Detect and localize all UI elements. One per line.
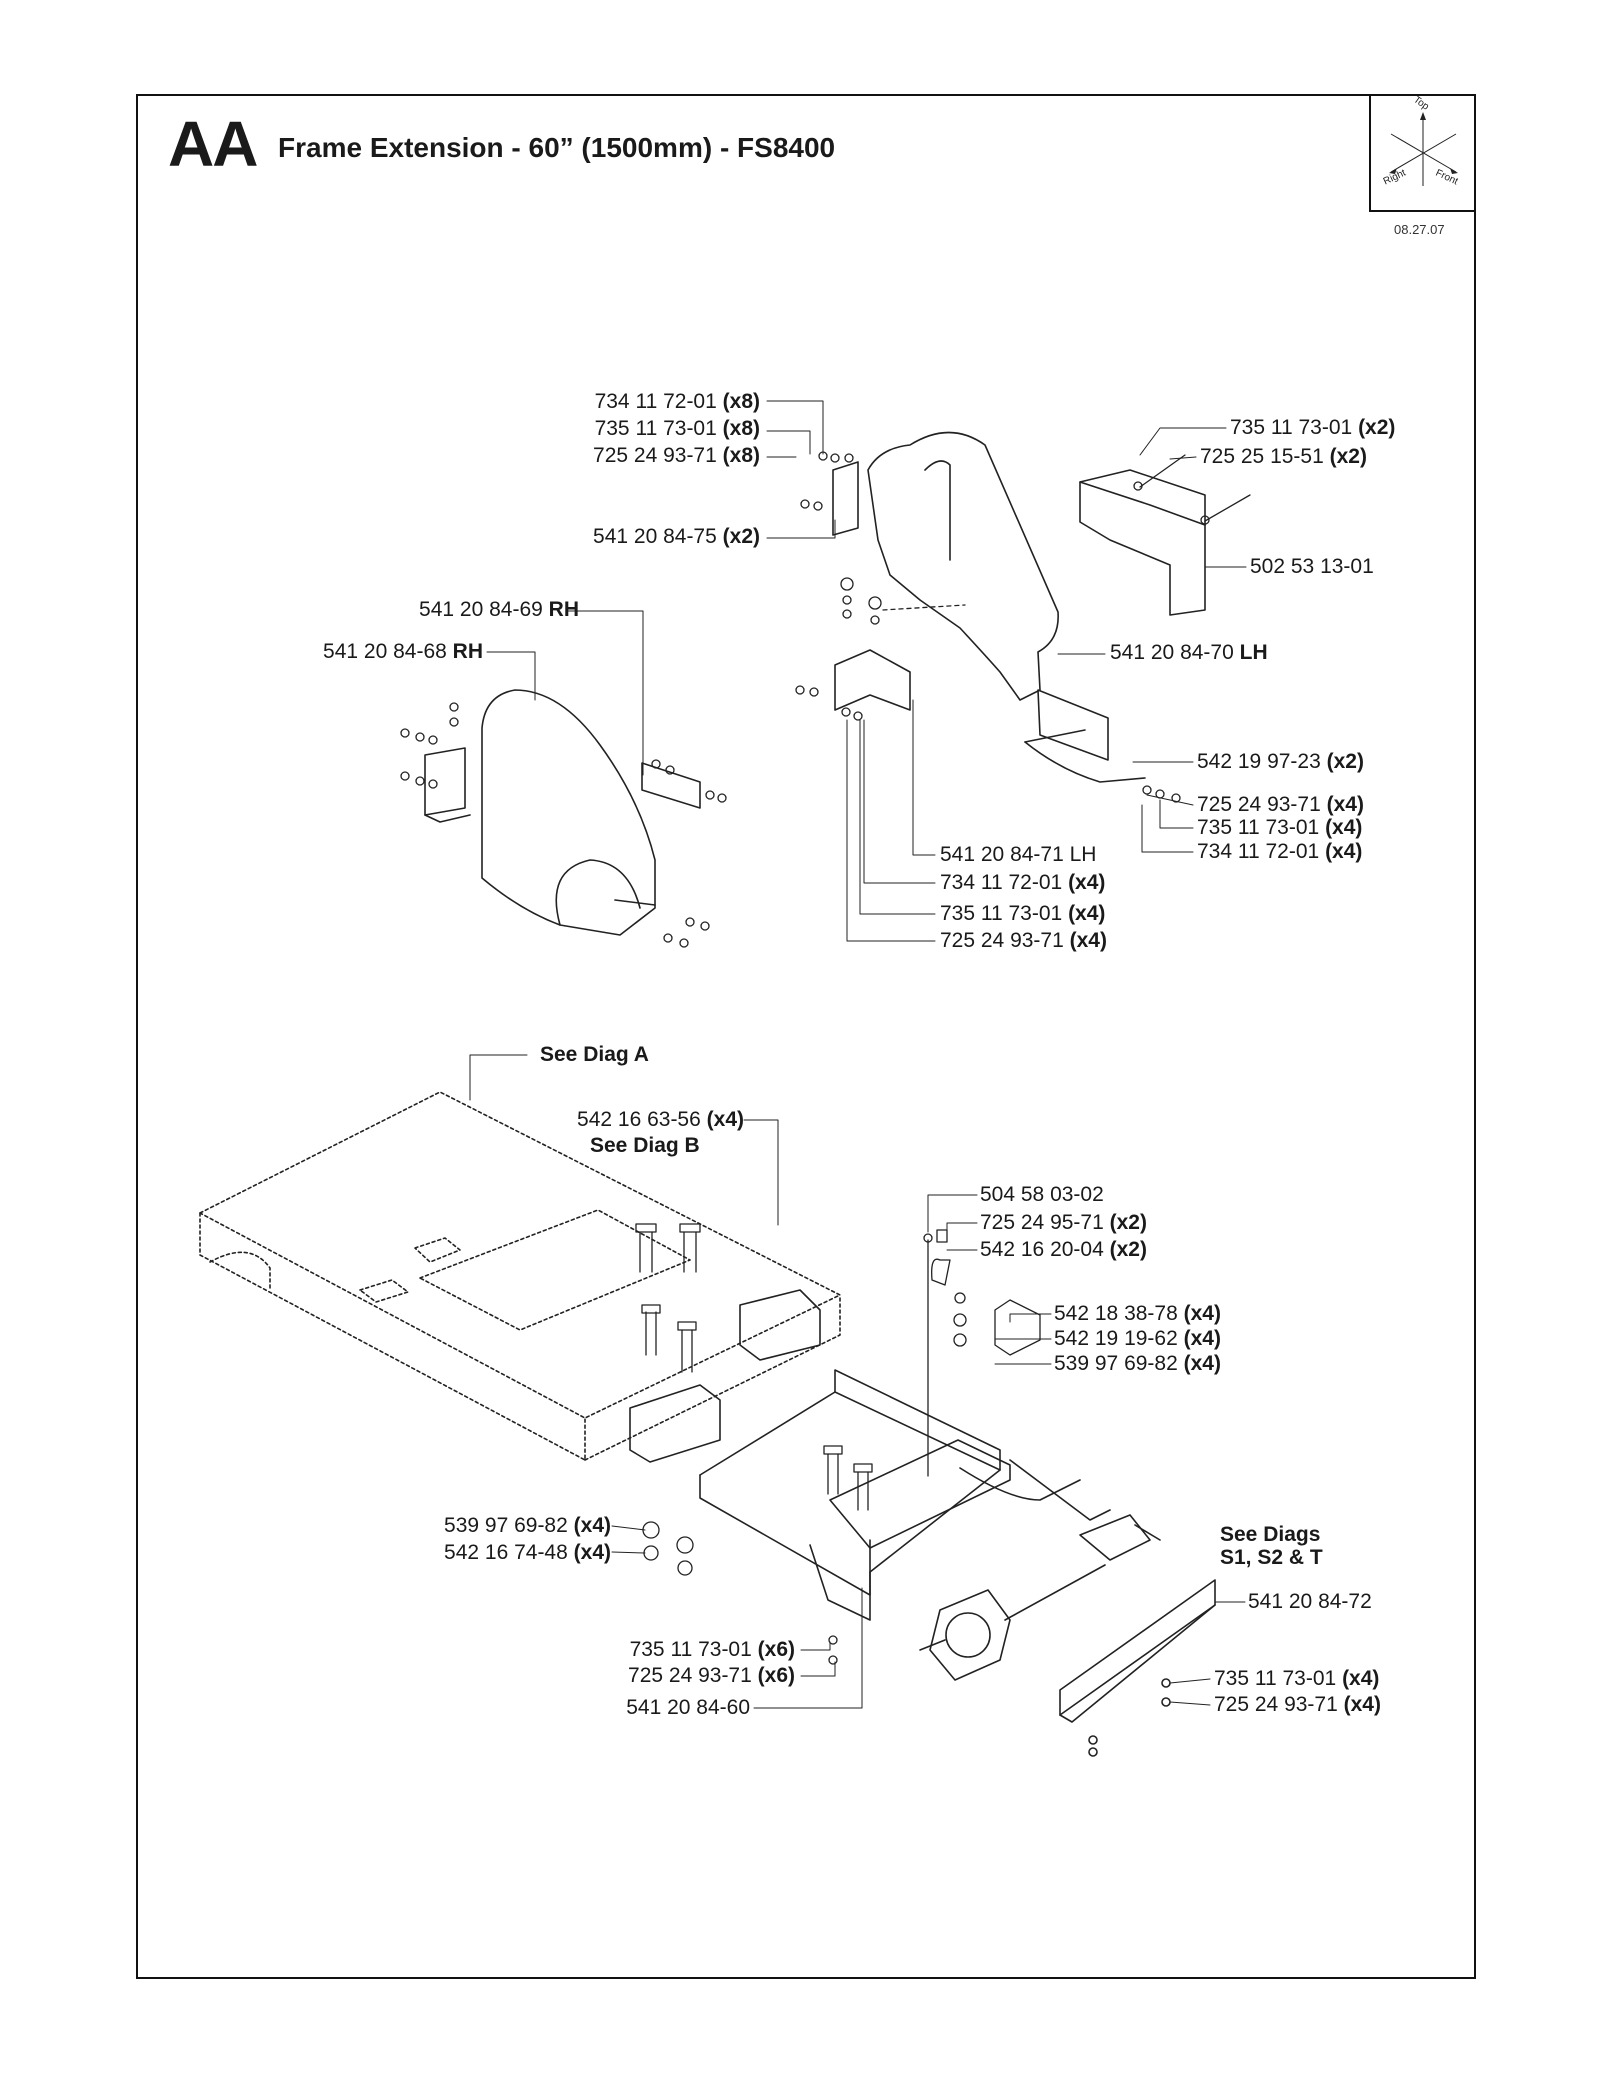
revision-date: 08.27.07 bbox=[1394, 222, 1445, 237]
lh-brackets bbox=[832, 461, 911, 711]
rh-brackets bbox=[424, 747, 701, 823]
lh-fender bbox=[867, 431, 1146, 783]
callout-part-c22: 542 16 20-04 (x2) bbox=[980, 1238, 1147, 1261]
frame-extension bbox=[699, 1369, 1111, 1621]
see-diags-line-2: S1, S2 & T bbox=[1220, 1546, 1323, 1570]
callout-part-c25: 539 97 69-82 (x4) bbox=[1054, 1352, 1221, 1375]
callout-part-c16: 734 11 72-01 (x4) bbox=[940, 871, 1106, 894]
orientation-axes-icon bbox=[1389, 112, 1458, 186]
callout-part-c24: 542 19 19-62 (x4) bbox=[1054, 1327, 1221, 1350]
callout-part-c9: 541 20 84-68 RH bbox=[323, 640, 483, 663]
callout-part-c7: 502 53 13-01 bbox=[1250, 555, 1374, 578]
callout-part-c30: 725 24 93-71 (x6) bbox=[628, 1664, 795, 1687]
callout-part-c5: 735 11 73-01 (x2) bbox=[1230, 416, 1396, 439]
callout-part-c20: 504 58 03-02 bbox=[980, 1183, 1104, 1206]
callout-part-c18: 725 24 93-71 (x4) bbox=[940, 929, 1107, 952]
callout-part-c6: 725 25 15-51 (x2) bbox=[1200, 445, 1367, 468]
callout-part-c2: 735 11 73-01 (x8) bbox=[594, 417, 760, 440]
axle-assembly bbox=[919, 1514, 1161, 1681]
callout-part-c10: 541 20 84-70 LH bbox=[1110, 641, 1268, 664]
callout-part-c29: 735 11 73-01 (x6) bbox=[629, 1638, 795, 1661]
see-diag-a-note: See Diag A bbox=[540, 1043, 649, 1066]
page-title: Frame Extension - 60” (1500mm) - FS8400 bbox=[278, 132, 836, 163]
callout-part-c12: 725 24 93-71 (x4) bbox=[1197, 793, 1364, 816]
callout-part-c14: 734 11 72-01 (x4) bbox=[1197, 840, 1363, 863]
page-border bbox=[136, 94, 1476, 1979]
rh-fender bbox=[481, 689, 656, 936]
orientation-box: Top Right Front bbox=[1369, 94, 1476, 212]
callout-part-c3: 725 24 93-71 (x8) bbox=[593, 444, 760, 467]
frame-bolts bbox=[635, 1223, 701, 1576]
callout-part-c13: 735 11 73-01 (x4) bbox=[1197, 816, 1363, 839]
callout-part-c4: 541 20 84-75 (x2) bbox=[593, 525, 760, 548]
callout-part-c1: 734 11 72-01 (x8) bbox=[594, 390, 760, 413]
callout-part-c8: 541 20 84-69 RH bbox=[419, 598, 579, 621]
callout-part-c32: 735 11 73-01 (x4) bbox=[1214, 1667, 1380, 1690]
callout-part-c11: 542 19 97-23 (x2) bbox=[1197, 750, 1364, 773]
see-diags-line-1: See Diags bbox=[1220, 1523, 1321, 1546]
callout-part-c27: 542 16 74-48 (x4) bbox=[444, 1541, 611, 1564]
rear-plate bbox=[1059, 1579, 1216, 1757]
callout-part-c15: 541 20 84-71 LH bbox=[940, 843, 1097, 866]
callout-part-c28: 541 20 84-72 bbox=[1248, 1590, 1372, 1613]
lh-shield bbox=[1079, 469, 1206, 616]
callout-part-c31: 541 20 84-60 bbox=[626, 1696, 750, 1719]
rh-fasteners bbox=[400, 702, 727, 948]
callout-part-c17: 735 11 73-01 (x4) bbox=[940, 902, 1106, 925]
leader-lines bbox=[469, 400, 1247, 1709]
callout-part-c23: 542 18 38-78 (x4) bbox=[1054, 1302, 1221, 1325]
callout-part-c21: 725 24 95-71 (x2) bbox=[980, 1211, 1147, 1234]
callout-part-c33: 725 24 93-71 (x4) bbox=[1214, 1693, 1381, 1716]
callout-part-c19: 542 16 63-56 (x4) bbox=[577, 1108, 744, 1131]
callout-part-c26: 539 97 69-82 (x4) bbox=[444, 1514, 611, 1537]
see-diag-b-note: See Diag B bbox=[590, 1134, 700, 1157]
section-code: AA bbox=[168, 108, 258, 180]
mount-brackets bbox=[629, 1289, 821, 1463]
extension-bolts bbox=[823, 1229, 1041, 1665]
main-frame-outline bbox=[199, 1091, 841, 1461]
